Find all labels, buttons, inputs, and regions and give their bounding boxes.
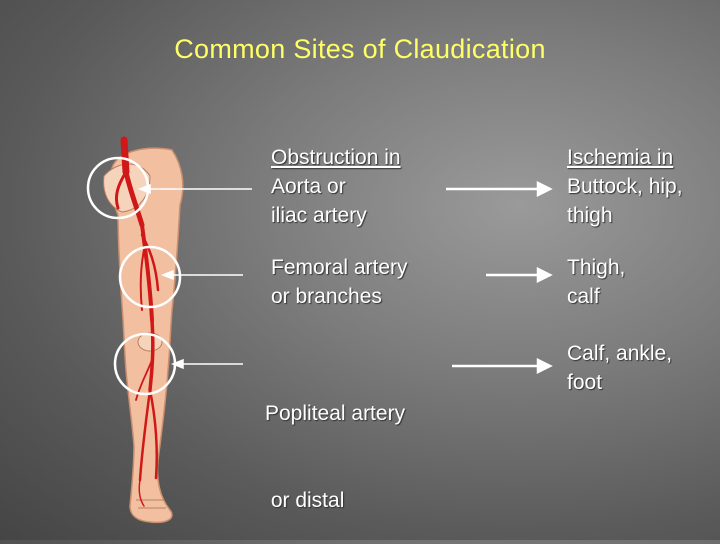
obstruction-line: Popliteal artery xyxy=(265,402,406,425)
obstruction-label-1: Obstruction in Aorta or iliac artery xyxy=(271,143,401,230)
ischemia-label-1: Ischemia in Buttock, hip, thigh xyxy=(567,143,683,230)
obstruction-line: or branches xyxy=(271,285,382,308)
obstruction-line: or distal xyxy=(265,489,345,512)
obstruction-heading: Obstruction in xyxy=(271,146,401,169)
ischemia-label-2: Thigh, calf xyxy=(567,253,625,311)
femoral-site-circle xyxy=(118,245,182,309)
ischemia-heading: Ischemia in xyxy=(567,146,674,169)
ischemia-label-3: Calf, ankle, foot xyxy=(567,339,672,397)
obstruction-label-3: Popliteal artery or distal xyxy=(265,341,405,544)
artery-tree xyxy=(114,136,160,507)
ischemia-line: Thigh, xyxy=(567,256,626,279)
slide-title: Common Sites of Claudication xyxy=(174,34,546,64)
obstruction-line: Femoral artery xyxy=(271,256,408,279)
ischemia-line: Calf, ankle, xyxy=(567,342,673,365)
ischemia-line: foot xyxy=(567,371,603,394)
relation-arrows xyxy=(446,180,553,375)
obstruction-line: iliac artery xyxy=(271,204,367,227)
ischemia-line: Buttock, hip, xyxy=(567,175,683,198)
obstruction-line: Aorta or xyxy=(271,175,346,198)
ischemia-line: thigh xyxy=(567,204,613,227)
pointer-lines xyxy=(137,183,252,370)
obstruction-label-2: Femoral artery or branches xyxy=(271,253,408,311)
ischemia-line: calf xyxy=(567,285,600,308)
